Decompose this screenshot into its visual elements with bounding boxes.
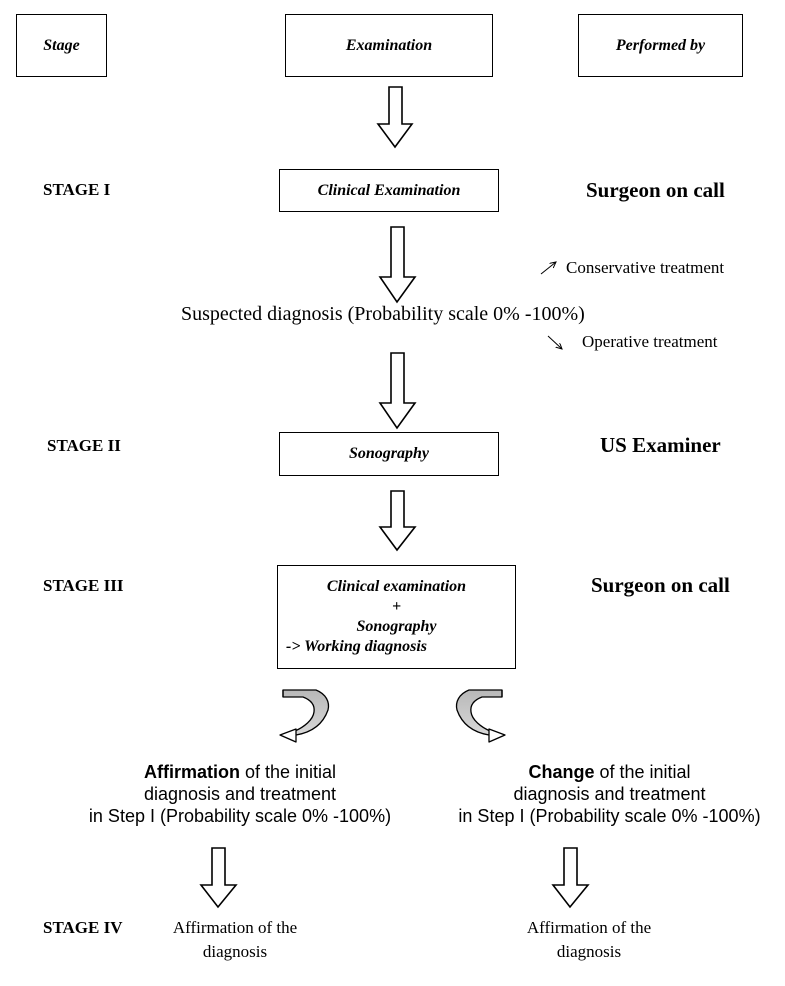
down-arrow-icon [376,86,414,149]
clinical-examination-box: Clinical Examination [279,169,499,212]
conservative-treatment-label: Conservative treatment [566,258,725,277]
header-performed-by-box: Performed by [578,14,743,77]
affirmation-line-3: in Step I (Probability scale 0% -100%) [88,806,392,826]
sonography-box: Sonography [279,432,499,476]
working-diagnosis-box: Clinical examination + Sonography -> Wor… [277,565,516,669]
combined-line-clinical: Clinical examination [326,578,467,595]
final-right-line-2: diagnosis [556,942,622,961]
header-stage-box: Stage [16,14,107,77]
curved-arrow-right-icon [455,689,506,743]
down-arrow-icon [378,352,417,430]
combined-line-plus: + [391,598,402,615]
down-arrow-icon [378,226,417,304]
combined-line-working-diagnosis: -> Working diagnosis [286,638,428,655]
down-arrow-icon [551,847,590,909]
diagonal-up-arrow-icon [540,262,556,275]
change-line-2: diagnosis and treatment [513,784,706,804]
header-stage-label: Stage [43,36,80,54]
header-examination-box: Examination [285,14,493,77]
performer-stage-3: Surgeon on call [591,573,730,597]
diagonal-down-arrow-icon [547,335,562,349]
down-arrow-icon [199,847,238,909]
final-affirmation-right: Affirmation of the diagnosis [489,916,689,964]
affirmation-line-2: diagnosis and treatment [143,784,337,804]
final-affirmation-left: Affirmation of the diagnosis [135,916,335,964]
suspected-diagnosis-text: Suspected diagnosis (Probability scale 0… [181,303,585,325]
down-arrow-icon [378,490,417,552]
final-left-line-2: diagnosis [202,942,268,961]
affirmation-outcome-text: Affirmation of the initial diagnosis and… [70,761,410,827]
sonography-label: Sonography [348,445,430,462]
curved-arrow-left-icon [279,689,330,743]
stage-4-label: STAGE IV [43,918,123,937]
affirmation-bold: Affirmation [143,762,240,782]
header-performed-by-label: Performed by [615,36,706,54]
final-left-line-1: Affirmation of the [172,918,298,937]
performer-stage-2: US Examiner [600,433,721,457]
stage-1-label: STAGE I [43,180,111,199]
combined-line-sonography: Sonography [356,618,437,635]
change-line-3: in Step I (Probability scale 0% -100%) [458,806,761,826]
operative-treatment-label: Operative treatment [582,332,718,351]
clinical-examination-label: Clinical Examination [317,181,461,199]
final-right-line-1: Affirmation of the [526,918,652,937]
affirmation-rest: of the initial [239,762,337,782]
header-examination-label: Examination [345,36,433,54]
change-bold: Change [528,762,595,782]
change-rest: of the initial [594,762,691,782]
stage-3-label: STAGE III [43,576,124,595]
stage-2-label: STAGE II [47,436,121,455]
performer-stage-1: Surgeon on call [586,178,725,202]
change-outcome-text: Change of the initial diagnosis and trea… [437,761,782,827]
